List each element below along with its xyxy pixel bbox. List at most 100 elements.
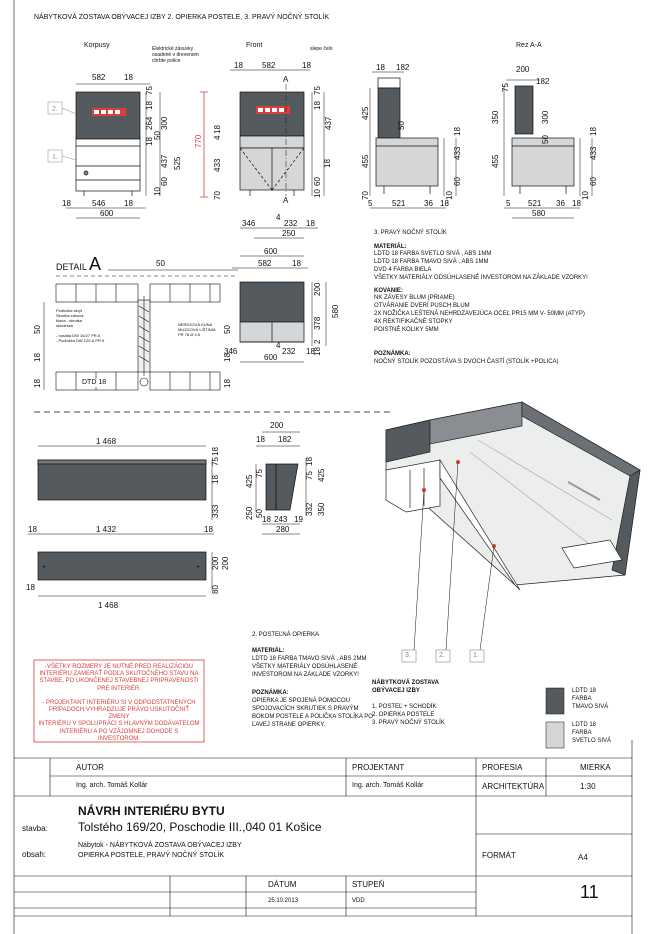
svg-text:200: 200 xyxy=(516,65,530,74)
stolik-material-heading: MATERIÁL: xyxy=(374,244,407,250)
svg-text:250: 250 xyxy=(282,229,296,238)
svg-text:18: 18 xyxy=(204,525,213,534)
svg-text:600: 600 xyxy=(264,353,278,362)
project-title: NÁVRH INTERIÉRU BYTU xyxy=(78,804,225,818)
stolik-material-2: DVD 4 FARBA BIELA xyxy=(374,267,432,273)
svg-text:232: 232 xyxy=(284,219,298,228)
svg-text:425: 425 xyxy=(361,106,370,120)
datum-heading: DÁTUM xyxy=(268,880,297,889)
svg-text:18: 18 xyxy=(213,125,222,134)
obsah-line-1: OPIERKA POSTELE, PRAVÝ NOČNÝ STOLÍK xyxy=(78,852,225,859)
headboard-views: + + xyxy=(37,459,299,581)
svg-text:18: 18 xyxy=(124,199,133,208)
svg-text:350: 350 xyxy=(491,110,500,124)
opierka-material-heading: MATERIÁL: xyxy=(252,648,285,654)
svg-text:18: 18 xyxy=(33,379,42,388)
svg-text:80: 80 xyxy=(211,585,220,594)
svg-text:10: 10 xyxy=(581,191,590,200)
sheet-number: 11 xyxy=(580,882,599,902)
svg-text:433: 433 xyxy=(213,158,222,172)
svg-text:50: 50 xyxy=(33,325,42,334)
detail-note-left: Podložka skryt Skrutka zakuvá hlava - sk… xyxy=(56,308,105,343)
legend-light-label-0: LDTD 18 xyxy=(572,722,597,728)
stolik-plan-view xyxy=(239,281,305,343)
svg-text:18: 18 xyxy=(62,199,71,208)
svg-text:18: 18 xyxy=(33,353,42,362)
svg-text:60: 60 xyxy=(589,177,598,186)
svg-text:70: 70 xyxy=(361,191,370,200)
svg-text:350: 350 xyxy=(317,502,326,516)
svg-text:75: 75 xyxy=(313,86,322,95)
view-title-rez: Rez A-A xyxy=(516,42,542,49)
svg-text:200: 200 xyxy=(211,556,220,570)
svg-text:10: 10 xyxy=(445,191,454,200)
svg-text:50: 50 xyxy=(397,121,406,130)
svg-text:50: 50 xyxy=(156,259,165,268)
stavba-value: Tolstého 169/20, Poschodie III.,040 01 K… xyxy=(78,820,322,834)
stolik-kovanie-1: OTVÁRANIE DVERÍ PUSCH BLUM xyxy=(374,303,470,309)
warning-note: -VŠETKY ROZMERY JE NUTNÉ PRED REALIZÁCIO… xyxy=(38,664,200,742)
stupen-value: VDD xyxy=(352,898,365,904)
svg-text:A: A xyxy=(283,75,289,84)
svg-text:600: 600 xyxy=(100,209,114,218)
svg-text:1 432: 1 432 xyxy=(96,525,117,534)
autor-name: Ing. arch. Tomáš Kollár xyxy=(76,782,148,789)
svg-text:300: 300 xyxy=(160,116,169,130)
legend-dark-label-0: LDTD 18 xyxy=(572,688,597,694)
svg-text:18: 18 xyxy=(223,379,232,388)
svg-text:433: 433 xyxy=(453,146,462,160)
svg-text:75: 75 xyxy=(211,457,220,466)
svg-text:582: 582 xyxy=(258,259,272,268)
svg-text:18: 18 xyxy=(124,73,133,82)
iso-label-2: 2. xyxy=(439,652,445,659)
svg-text:264: 264 xyxy=(145,116,154,130)
svg-text:182: 182 xyxy=(396,63,410,72)
detail-note-right: NEREZOVÁ KUNA MUZGOVÁ LIŠTINIA PR 78 Ø 4… xyxy=(178,322,216,337)
svg-text:580: 580 xyxy=(532,209,546,218)
svg-text:50: 50 xyxy=(541,135,550,144)
tag-1-label: 1. xyxy=(52,154,58,161)
svg-text:18: 18 xyxy=(376,63,385,72)
svg-text:437: 437 xyxy=(160,154,169,168)
svg-text:200: 200 xyxy=(270,421,284,430)
svg-text:18: 18 xyxy=(453,127,462,136)
side-view-b xyxy=(511,85,575,194)
datum-value: 25.10.2013 xyxy=(268,898,299,904)
iso-label-3: 3. xyxy=(405,652,411,659)
svg-text:525: 525 xyxy=(173,156,182,170)
stolik-title: 3. PRAVÝ NOČNÝ STOLÍK xyxy=(374,230,447,236)
svg-text:18: 18 xyxy=(302,61,311,70)
opierka-poznamka-2: BOKOM POSTELE A POLIČKA STOLÍKA PO xyxy=(252,714,373,720)
svg-text:4: 4 xyxy=(276,341,281,350)
svg-text:18: 18 xyxy=(305,457,314,466)
svg-text:425: 425 xyxy=(245,474,254,488)
view-title-front: Front xyxy=(246,42,263,49)
korpusy-view xyxy=(75,91,141,196)
svg-text:+: + xyxy=(196,564,200,571)
svg-text:60: 60 xyxy=(313,177,322,186)
svg-text:600: 600 xyxy=(264,247,278,256)
mierka-value: 1:30 xyxy=(580,782,596,791)
svg-text:18: 18 xyxy=(256,435,265,444)
svg-text:1 468: 1 468 xyxy=(98,601,119,610)
legend-swatch-dark xyxy=(545,687,565,715)
svg-text:50: 50 xyxy=(153,131,162,140)
tag-2-label: 2. xyxy=(52,106,58,113)
side-view-a xyxy=(375,77,439,194)
stolik-material-0: LDTD 18 FARBA SVETLO SIVÁ , ABS 1MM xyxy=(374,251,492,257)
svg-text:346: 346 xyxy=(224,347,238,356)
autor-heading: AUTOR xyxy=(76,763,104,772)
svg-text:36: 36 xyxy=(556,199,565,208)
svg-text:5: 5 xyxy=(368,199,373,208)
svg-text:18: 18 xyxy=(313,101,322,110)
svg-text:333: 333 xyxy=(211,504,220,518)
svg-text:10: 10 xyxy=(153,187,162,196)
stolik-kovanie-2: 2X NOŽIČKA LEŠTENÁ NEHRDZAVEJÚCA OCEĽ PR… xyxy=(374,311,585,317)
projektant-name: Ing. arch. Tomáš Kollár xyxy=(352,782,424,789)
legend-light-label-1: FARBA xyxy=(572,730,592,736)
svg-text:18: 18 xyxy=(313,347,322,356)
svg-text:10: 10 xyxy=(313,189,322,198)
callout-blind-front: slepe čelo xyxy=(310,46,333,52)
stolik-kovanie-heading: KOVANIE: xyxy=(374,288,403,294)
